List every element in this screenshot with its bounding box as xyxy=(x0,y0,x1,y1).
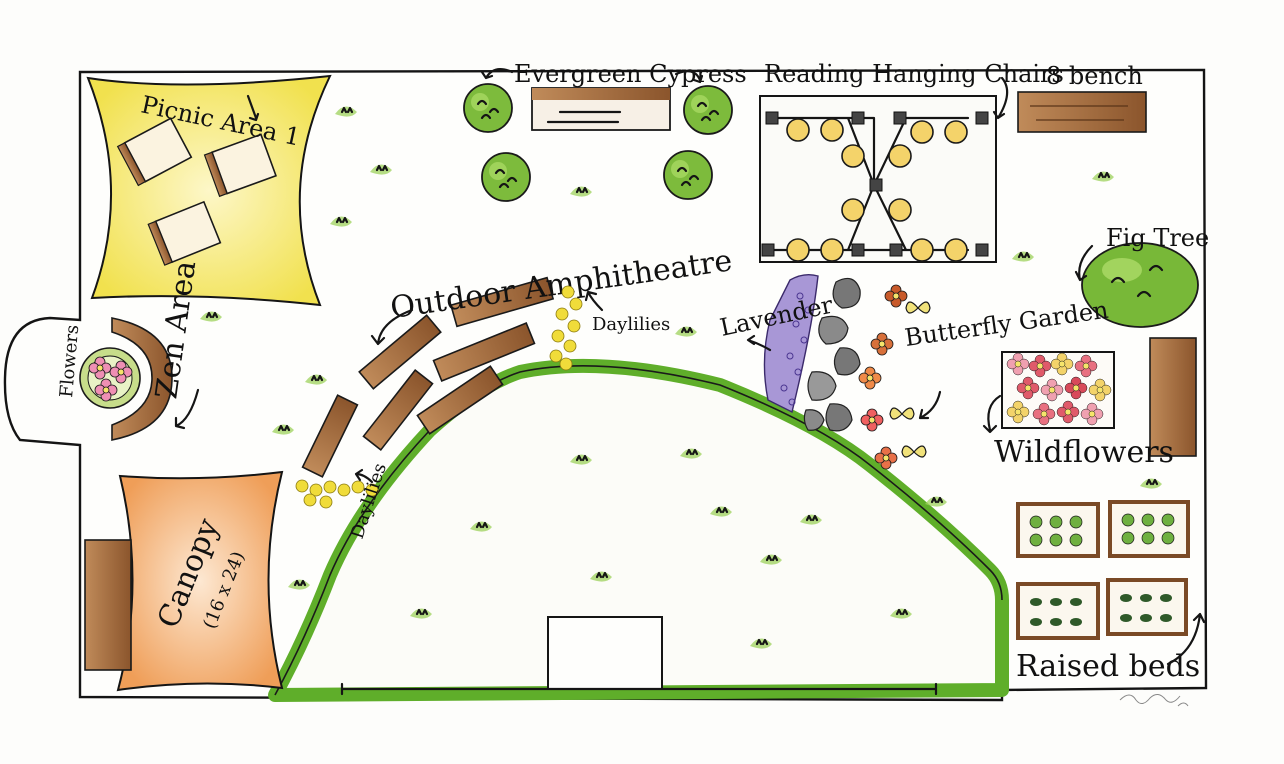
signature xyxy=(1119,694,1189,707)
pointer-arrows xyxy=(174,67,1206,666)
raised-bed xyxy=(1016,500,1190,640)
amphitheatre-bench xyxy=(301,394,359,478)
picnic-area: Picnic Area 1 xyxy=(86,74,332,307)
raised-beds: Raised beds xyxy=(1016,500,1200,684)
stage xyxy=(547,616,663,690)
wildflowers-bed: Wildflowers xyxy=(994,351,1174,470)
canopy-bench xyxy=(84,539,132,671)
daylilies-top-label: Daylilies xyxy=(592,314,670,335)
picnic-table xyxy=(203,133,277,198)
shrub-icon xyxy=(462,82,514,134)
raised-beds-label: Raised beds xyxy=(1016,649,1200,684)
bench-label: 8 bench xyxy=(1046,62,1143,90)
reading-hanging-chairs: Reading Hanging Chairs xyxy=(759,60,1064,263)
picnic-table xyxy=(116,117,193,187)
picnic-table xyxy=(147,200,222,266)
amphitheatre-bench xyxy=(358,314,442,390)
side-bench xyxy=(1149,337,1197,457)
fig-tree-label: Fig Tree xyxy=(1106,224,1209,252)
reading-hanging-chairs-label: Reading Hanging Chairs xyxy=(764,60,1064,88)
wildflowers-label: Wildflowers xyxy=(994,435,1174,470)
shrub-icon xyxy=(662,149,714,201)
fig-tree: Fig Tree xyxy=(1081,224,1209,328)
evergreen-cypress: Evergreen Cypress xyxy=(462,60,747,203)
canopy: Canopy (16 x 24) xyxy=(84,470,284,692)
amphitheatre-bench xyxy=(416,365,504,435)
amphitheatre-bench xyxy=(449,276,555,328)
bottom-edge-line xyxy=(340,682,938,696)
shrub-icon xyxy=(682,84,734,136)
evergreen-cypress-label: Evergreen Cypress xyxy=(514,60,747,88)
bench-8: 8 bench xyxy=(1017,62,1147,133)
amphitheatre-bench xyxy=(362,369,434,451)
amphitheatre-bench xyxy=(432,322,536,382)
daylilies-top: Daylilies xyxy=(549,285,670,371)
stone-path xyxy=(803,277,861,432)
shrub-icon xyxy=(480,151,532,203)
